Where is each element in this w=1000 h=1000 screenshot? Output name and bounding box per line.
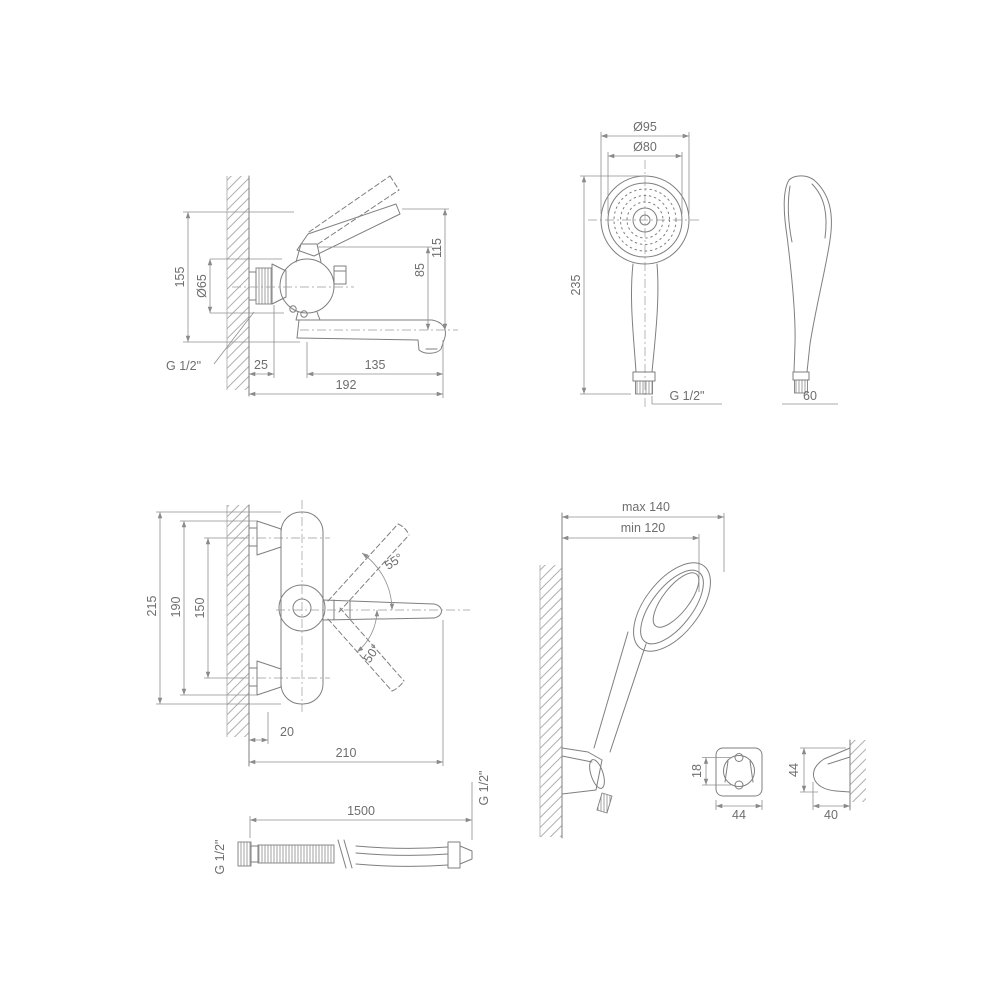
wall-holder-cup [561, 747, 605, 795]
dim-bracket-depth: 40 [824, 808, 838, 822]
lever-alt-position [308, 175, 400, 245]
hose-break-mark [337, 839, 347, 869]
wall-hatch [227, 176, 249, 390]
dim-bracket-width: 44 [732, 808, 746, 822]
spout-swing-positions: 55° 50° [327, 523, 410, 692]
holder-dimensions: max 140 min 120 [562, 500, 725, 592]
handset-front-view: Ø95 Ø80 235 G 1/2" [569, 120, 722, 408]
label-hose-thread-right: G 1/2" [477, 770, 491, 805]
handset-side-profile [783, 175, 832, 394]
dim-handle-height: 115 [430, 238, 444, 258]
label-thread-side: G 1/2" [166, 359, 201, 373]
dim-total-reach: 192 [336, 378, 357, 392]
thread-end [635, 380, 653, 395]
hose-nut-right [447, 841, 461, 869]
hose-corrugation [257, 844, 335, 864]
wall-hatch [540, 565, 562, 837]
screw-hole [734, 780, 744, 790]
dim-wall-gap: 20 [280, 725, 294, 739]
dim-face-diameter: Ø80 [633, 140, 657, 154]
faucet-front-view: 55° 50° 215 190 150 20 210 [145, 500, 470, 767]
dim-max-reach: max 140 [622, 500, 670, 514]
dim-overall-height: 155 [173, 267, 187, 288]
bracket-front-view: 18 44 [690, 747, 763, 822]
mounting-flanges [248, 520, 282, 696]
dim-spout-reach: 210 [336, 746, 357, 760]
screw-hole [734, 753, 744, 762]
handset-front-dimensions: Ø95 Ø80 235 G 1/2" [569, 120, 722, 405]
bracket-side-view: 44 40 [787, 739, 866, 822]
mixer-body [279, 258, 335, 314]
dim-hose-length: 1500 [347, 804, 375, 818]
label-hose-thread-left: G 1/2" [213, 839, 227, 874]
dim-min-reach: min 120 [621, 521, 666, 535]
dim-centers: 150 [193, 598, 207, 619]
bracket-front-dimensions: 18 44 [690, 757, 763, 822]
spout-side [295, 311, 446, 354]
dim-body-diameter: Ø65 [195, 274, 209, 298]
hose-dimensions: 1500 G 1/2" [249, 770, 491, 840]
handset-face [607, 182, 683, 258]
thread-end [794, 379, 808, 394]
lever-handle [296, 203, 401, 257]
dim-handset-length: 235 [569, 275, 583, 296]
dim-outer-diameter: Ø95 [633, 120, 657, 134]
shower-hose: G 1/2" 1500 G 1/2" [213, 770, 491, 874]
label-handset-thread: G 1/2" [669, 389, 704, 403]
thread-end [596, 792, 613, 814]
dim-handset-width: 60 [803, 389, 817, 403]
holder-view: max 140 min 120 [539, 500, 725, 839]
wall-connector [248, 263, 287, 305]
handset-handle [630, 263, 659, 395]
dim-height-overall: 215 [145, 596, 159, 617]
wall-hatch [227, 505, 249, 737]
dim-wall-offset: 25 [254, 358, 268, 372]
handset-in-holder [593, 562, 711, 814]
dim-spout-length: 135 [365, 358, 386, 372]
handset-head-outer [600, 175, 690, 265]
dim-pivot-height: 85 [413, 263, 427, 277]
hose-nut-left [237, 841, 252, 867]
dim-swing-up-angle: 55° [382, 551, 405, 573]
handset-side-view: 60 [782, 175, 838, 405]
dim-height-flanges: 190 [169, 597, 183, 618]
dim-bracket-height: 44 [787, 763, 801, 777]
bracket-side-dimensions: 44 40 [787, 747, 850, 822]
dim-hole-spacing: 18 [690, 764, 704, 778]
faucet-front-dimensions: 215 190 150 20 210 [145, 511, 444, 766]
bracket-profile [812, 747, 851, 793]
mixer-body-front [280, 511, 324, 705]
faucet-side-dimensions: 155 Ø65 115 85 G 1/2" 25 135 192 [166, 208, 449, 398]
wall-hatch [850, 740, 866, 802]
bracket-plate [715, 747, 763, 797]
diverter-knob [333, 265, 347, 285]
faucet-side-view: 155 Ø65 115 85 G 1/2" 25 135 192 [166, 175, 458, 398]
